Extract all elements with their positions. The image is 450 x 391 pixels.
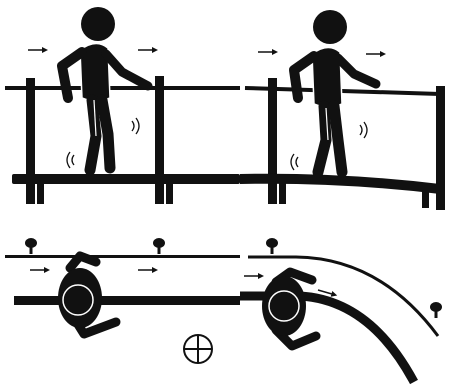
arrow-right-icon bbox=[30, 267, 50, 273]
panel-top-curved bbox=[240, 238, 442, 382]
railing-post bbox=[155, 76, 164, 204]
panel-side-curved bbox=[240, 10, 445, 210]
arrow-right-icon bbox=[366, 51, 386, 57]
person-walking-icon bbox=[58, 256, 116, 334]
vibration-waves-icon bbox=[291, 154, 298, 170]
arrow-right-icon bbox=[28, 47, 48, 53]
railing-post-icon bbox=[153, 238, 165, 254]
walkway-edge bbox=[14, 296, 240, 305]
railing-post-icon bbox=[25, 238, 37, 254]
person-walking-icon bbox=[262, 272, 316, 346]
walkway-deck bbox=[12, 174, 240, 184]
panel-side-straight bbox=[5, 7, 240, 204]
arrow-right-icon bbox=[138, 47, 158, 53]
support-leg bbox=[166, 182, 173, 204]
support-leg bbox=[37, 182, 44, 204]
arrow-right-icon bbox=[138, 267, 158, 273]
handrail-line bbox=[5, 255, 240, 258]
circle-cross-icon bbox=[184, 335, 212, 363]
railing-post bbox=[26, 78, 35, 204]
railing-post-icon bbox=[430, 302, 442, 318]
vibration-waves-icon bbox=[67, 152, 74, 168]
handrail bbox=[5, 86, 240, 90]
vibration-waves-icon bbox=[132, 118, 139, 134]
arrow-right-icon bbox=[244, 273, 264, 279]
railing-post bbox=[268, 78, 277, 204]
arrow-right-icon bbox=[258, 49, 278, 55]
railing-post-icon bbox=[266, 238, 278, 254]
support-leg bbox=[279, 182, 286, 204]
panel-top-straight bbox=[5, 238, 240, 334]
vibration-waves-icon bbox=[360, 122, 367, 138]
